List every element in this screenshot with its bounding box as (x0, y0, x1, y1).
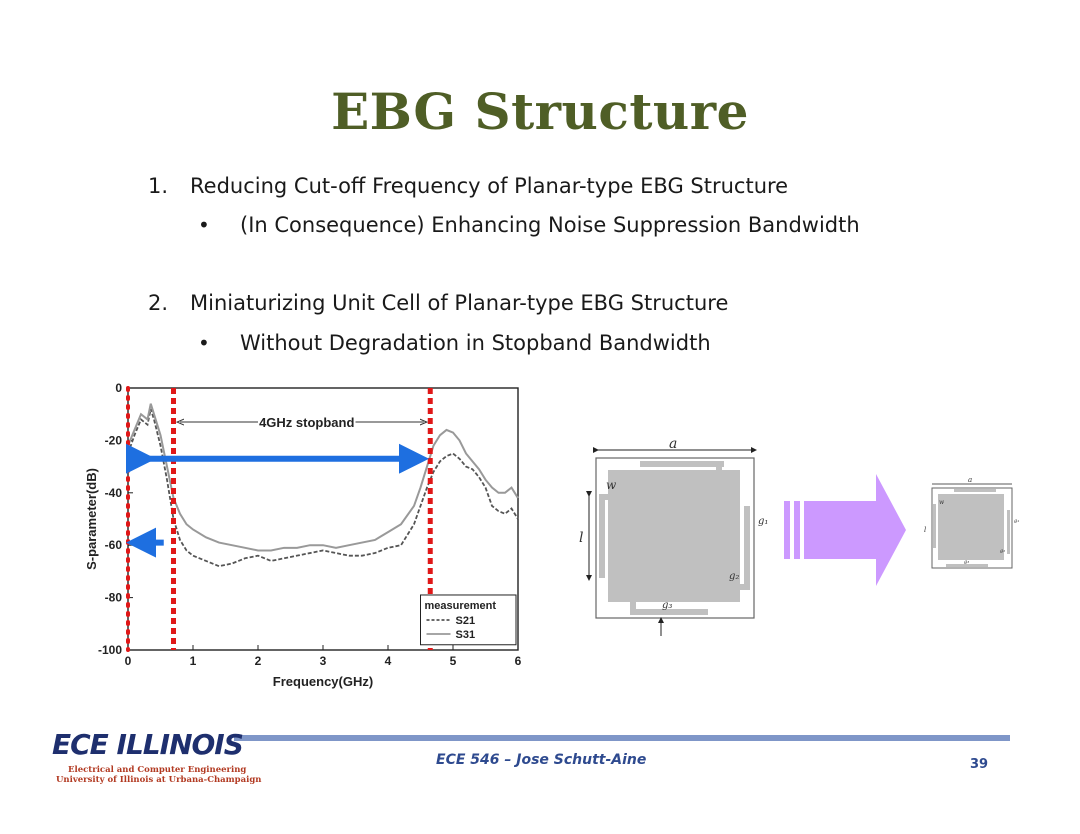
y-tick-label-5: -100 (98, 643, 122, 657)
bottom-trace-stub (630, 598, 636, 614)
x-tick-label-6: 6 (515, 654, 522, 668)
cell-patch (608, 470, 740, 602)
logo-line-1: Electrical and Computer Engineering (68, 765, 247, 775)
miniaturize-arrow (784, 474, 906, 586)
label-a: a (669, 436, 677, 452)
x-tick-label-3: 3 (320, 654, 327, 668)
label-l: l (579, 530, 583, 546)
small-cell-patch (938, 494, 1004, 560)
list-text-2: Miniaturizing Unit Cell of Planar-type E… (190, 291, 729, 315)
stopband-annotation: 4GHz stopband (259, 415, 354, 430)
top-trace-stub (716, 461, 722, 475)
slide-title: EBG Structure (331, 82, 749, 141)
large-unit-cell: a l w g₁ g₂ g₃ (579, 436, 768, 636)
sub-text-2: Without Degradation in Stopband Bandwidt… (240, 331, 711, 355)
ece-illinois-logo: ECE ILLINOIS (52, 728, 244, 761)
list-text-1: Reducing Cut-off Frequency of Planar-typ… (190, 174, 789, 198)
y-tick-label-0: 0 (115, 381, 122, 395)
left-trace-stub (599, 494, 613, 500)
footer-divider (234, 735, 1010, 741)
course-footer: ECE 546 – Jose Schutt-Aine (436, 752, 647, 768)
arrow-body (804, 474, 906, 586)
bottom-trace (630, 609, 708, 615)
legend-label-s31: S31 (456, 629, 476, 641)
page-number: 39 (970, 757, 989, 772)
small-label-w: w (939, 499, 945, 506)
x-tick-label-4: 4 (385, 654, 392, 668)
small-bottom-trace (946, 564, 988, 567)
small-right-trace (1007, 510, 1010, 554)
label-g2: g₂ (729, 571, 739, 582)
x-tick-label-5: 5 (450, 654, 457, 668)
series-line-s31 (127, 403, 519, 552)
y-tick-label-3: -60 (105, 538, 123, 552)
x-tick-label-0: 0 (125, 654, 132, 668)
small-label-a: a (968, 476, 972, 484)
arrow-stripe-1 (784, 501, 790, 559)
bullet-1: • (198, 213, 210, 237)
legend-box (420, 594, 517, 646)
y-tick-label-1: -20 (105, 433, 123, 447)
list-number-2: 2. (148, 291, 169, 315)
y-tick-label-4: -80 (105, 591, 123, 605)
small-left-trace (933, 504, 936, 548)
label-g1: g₁ (758, 516, 768, 527)
label-g3: g₃ (662, 600, 672, 611)
x-tick-label-2: 2 (255, 654, 262, 668)
legend-title: measurement (425, 600, 497, 612)
ebg-unit-cell-diagram: a l w g₁ g₂ g₃ a l w g₁ g₂ g₃ (579, 436, 1019, 636)
sub-text-1: (In Consequence) Enhancing Noise Suppres… (240, 213, 860, 237)
small-label-l: l (924, 526, 926, 534)
series-line-s21 (127, 408, 519, 568)
right-trace-stub (736, 584, 750, 590)
label-w: w (606, 478, 617, 492)
small-label-g2: g₂ (1000, 548, 1005, 554)
x-tick-label-1: 1 (190, 654, 197, 668)
y-tick-label-2: -40 (105, 486, 123, 500)
list-number-1: 1. (148, 174, 169, 198)
logo-line-2: University of Illinois at Urbana-Champai… (56, 775, 262, 785)
right-trace (744, 506, 750, 590)
x-axis-label: Frequency(GHz) (273, 674, 373, 689)
arrow-stripe-2 (794, 501, 800, 559)
legend-label-s21: S21 (456, 615, 476, 627)
top-trace (640, 461, 724, 467)
bullet-2: • (198, 331, 210, 355)
small-top-trace (954, 489, 996, 492)
left-trace (599, 494, 605, 578)
small-unit-cell: a l w g₁ g₂ g₃ (924, 476, 1019, 569)
small-label-g3: g₃ (964, 559, 969, 565)
small-label-g1: g₁ (1014, 518, 1019, 524)
y-axis-label: S-parameter(dB) (84, 468, 99, 570)
